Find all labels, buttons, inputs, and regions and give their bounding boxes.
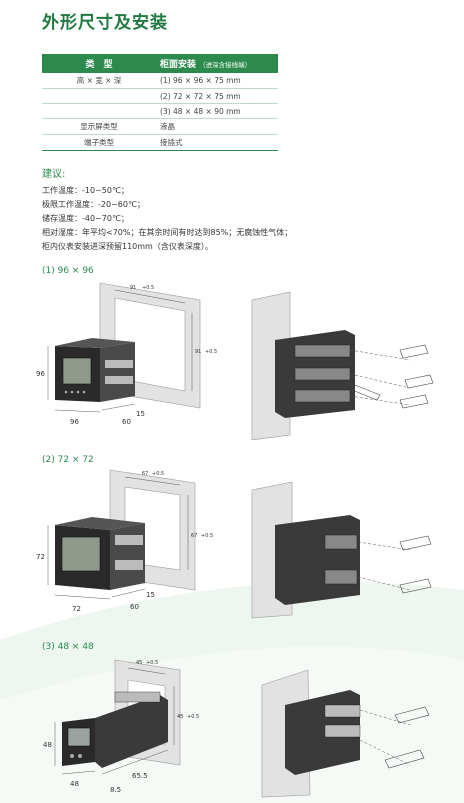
model-3-label: (3) 48 × 48	[42, 642, 94, 652]
row-label: 端子类型	[42, 134, 156, 151]
spec-table: 类 型 柜面安装 （进深含接线端） 高 × 宽 × 深(1) 96 × 96 ×…	[42, 54, 278, 151]
suggestion-line: 工作温度：-10~50℃；	[42, 186, 129, 195]
cut-width-label: 91	[130, 285, 136, 291]
header-cut-note: （进深含接线端）	[199, 61, 252, 69]
thickness-label: 15	[146, 591, 155, 599]
depth-label: 65.5	[132, 772, 148, 780]
cut-tol: +0.5	[152, 471, 164, 477]
cut-tol: +0.5	[205, 349, 217, 355]
cut-height-label: 67	[191, 533, 197, 539]
cut-height-label: 91	[195, 349, 201, 355]
row-label: 高 × 宽 × 深	[42, 73, 156, 89]
row-label	[42, 88, 156, 104]
table-row: (2) 72 × 72 × 75 mm	[42, 88, 278, 104]
row-value: 接插式	[156, 134, 278, 151]
row-value: 液晶	[156, 118, 278, 135]
cut-width-label: 45	[136, 660, 142, 666]
suggestion-line: 柜内仪表安装进深预留110mm（含仪表深度）。	[42, 242, 213, 251]
row-label: 显示屏类型	[42, 118, 156, 135]
suggestion-line: 极限工作温度：-20~60℃；	[42, 200, 145, 209]
table-row: (3) 48 × 48 × 90 mm	[42, 103, 278, 119]
header-type: 类 型	[42, 54, 156, 73]
suggestion-line: 储存温度：-40~70℃；	[42, 214, 129, 223]
table-row: 端子类型接插式	[42, 134, 278, 151]
height-label: 48	[43, 741, 52, 749]
suggestions: 建议: 工作温度：-10~50℃； 极限工作温度：-20~60℃； 储存温度：-…	[42, 165, 292, 254]
model-2-label: (2) 72 × 72	[42, 455, 94, 465]
model-1-install-drawing	[251, 291, 434, 440]
model-1-label: (1) 96 × 96	[42, 266, 94, 276]
row-label	[42, 103, 156, 119]
model-3-drawing: 45 +0.5 45 +0.5 48 48 65.5 8.5	[43, 659, 199, 794]
spec-table-header: 类 型 柜面安装 （进深含接线端）	[42, 54, 278, 73]
model-2-drawing: 67 +0.5 67 +0.5 72 72 60 15	[36, 469, 213, 613]
thickness-label: 8.5	[110, 786, 121, 794]
width-label: 72	[72, 605, 81, 613]
depth-label: 60	[122, 418, 131, 426]
cut-tol: +0.5	[201, 533, 213, 539]
table-row: 显示屏类型液晶	[42, 118, 278, 135]
width-label: 48	[70, 780, 79, 788]
model-3-install-drawing	[261, 669, 430, 798]
cut-height-label: 45	[177, 714, 183, 720]
model-2-install-drawing	[251, 481, 432, 619]
suggestion-line: 相对湿度：年平均<70%；在其余时间有时达到85%；无腐蚀性气体；	[42, 228, 293, 237]
row-value: (1) 96 × 96 × 75 mm	[156, 73, 278, 89]
cut-tol: +0.5	[142, 285, 154, 291]
thickness-label: 15	[136, 410, 145, 418]
row-value: (3) 48 × 48 × 90 mm	[156, 103, 278, 119]
model-1-drawing: 91 +0.5 91 +0.5 96 96 60 15	[36, 282, 217, 426]
cut-tol: +0.5	[187, 714, 199, 720]
row-value: (2) 72 × 72 × 75 mm	[156, 88, 278, 104]
header-cut: 柜面安装 （进深含接线端）	[156, 54, 278, 73]
cut-tol: +0.5	[146, 660, 158, 666]
suggestions-heading: 建议:	[42, 169, 66, 180]
cut-width-label: 67	[142, 471, 148, 477]
depth-label: 60	[130, 603, 139, 611]
header-cut-label: 柜面安装	[160, 60, 197, 70]
width-label: 96	[70, 418, 79, 426]
table-row: 高 × 宽 × 深(1) 96 × 96 × 75 mm	[42, 73, 278, 89]
page-title: 外形尺寸及安装	[42, 13, 168, 33]
height-label: 96	[36, 370, 45, 378]
height-label: 72	[36, 553, 45, 561]
